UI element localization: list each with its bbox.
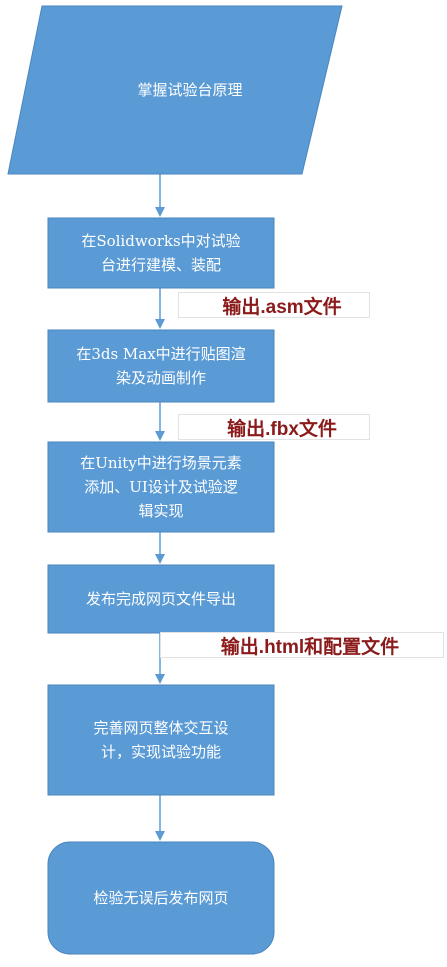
annotation-html-text: 输出.html和配置文件 bbox=[220, 636, 400, 658]
annotation-fbx: 输出.fbx文件 bbox=[178, 414, 370, 440]
annotation-asm-text: 输出.asm文件 bbox=[222, 296, 342, 318]
node-start-shape bbox=[7, 5, 343, 175]
annotation-asm: 输出.asm文件 bbox=[178, 292, 370, 318]
node-end-shape bbox=[47, 841, 275, 955]
annotation-html: 输出.html和配置文件 bbox=[160, 632, 444, 658]
annotation-fbx-text: 输出.fbx文件 bbox=[227, 418, 337, 440]
node-step4-shape bbox=[47, 564, 275, 634]
flow-shapes bbox=[7, 5, 343, 955]
node-step2-shape bbox=[47, 329, 275, 403]
node-step5-shape bbox=[47, 684, 275, 796]
node-step1-shape bbox=[47, 217, 275, 289]
node-step3-shape bbox=[47, 441, 275, 533]
